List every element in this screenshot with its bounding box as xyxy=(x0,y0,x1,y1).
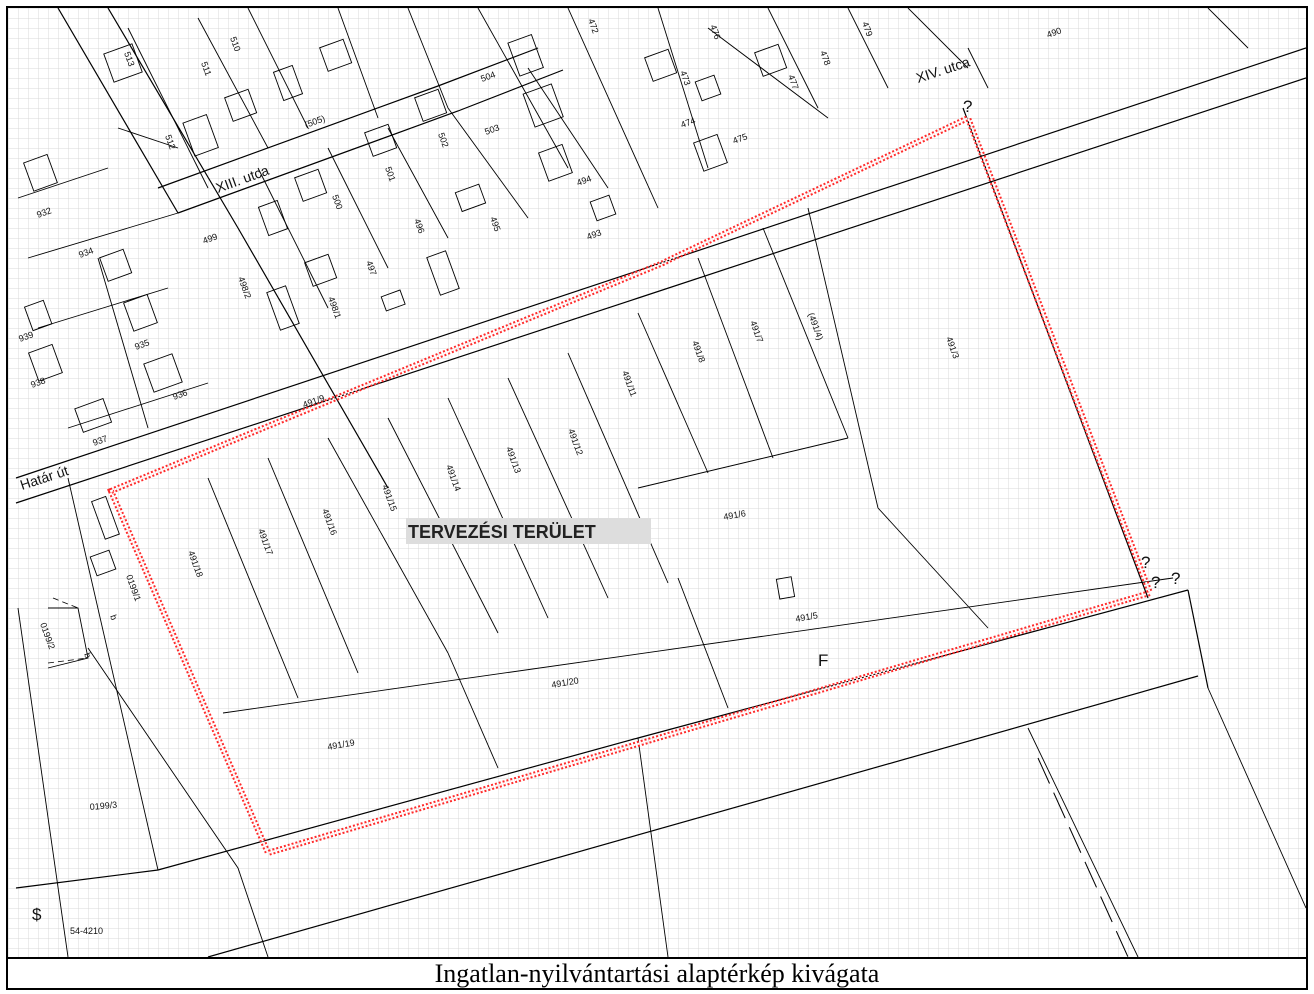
parcel-label: 473 xyxy=(678,69,693,87)
parcel-label: 510 xyxy=(228,35,243,53)
parcel-label: 503 xyxy=(483,122,501,137)
parcel-label: 504 xyxy=(479,69,497,84)
question-marker: ? xyxy=(1171,569,1180,588)
parcel-label: 494 xyxy=(575,173,593,188)
parcel-label: 502 xyxy=(436,131,451,149)
parcel-label: 934 xyxy=(77,245,95,260)
dollar-marker: $ xyxy=(32,905,42,924)
parcel-label: 495 xyxy=(488,215,503,233)
parcel-lines xyxy=(17,8,1306,957)
sheet-number: 54-4210 xyxy=(70,926,103,936)
parcel-label: 497 xyxy=(364,259,379,277)
parcel-label: 476 xyxy=(708,23,723,41)
parcel-label: 938 xyxy=(29,375,47,390)
parcel-label: 491/19 xyxy=(327,737,356,752)
planning-area-label-bg xyxy=(406,518,651,544)
parcel-label: 478 xyxy=(818,49,833,67)
parcel-label: 491/5 xyxy=(795,610,819,624)
parcel-label: 511 xyxy=(199,60,213,77)
map-caption: Ingatlan-nyilvántartási alaptérkép kivág… xyxy=(434,959,880,988)
question-marker: ? xyxy=(963,97,972,116)
parcel-label: 512 xyxy=(163,133,178,151)
parcel-label: 493 xyxy=(585,227,603,242)
parcel-label: 499 xyxy=(201,231,219,246)
parcel-label: b xyxy=(108,613,119,621)
parcel-label: 932 xyxy=(35,205,53,220)
parcel-label: 496 xyxy=(412,217,427,235)
parcel-label: 479 xyxy=(860,20,875,38)
question-marker: ? xyxy=(1151,573,1160,592)
parcel-label: b xyxy=(82,651,93,659)
dashed-parcel xyxy=(47,597,89,664)
parcel-label: 500 xyxy=(330,193,345,211)
question-marker: ? xyxy=(1141,553,1150,572)
parcel-label: 937 xyxy=(91,433,109,448)
parcel-label: 474 xyxy=(679,115,697,130)
parcel-label: 513 xyxy=(122,50,137,68)
map-canvas: TERVEZÉSI TERÜLET Határ út XIII. utca XI… xyxy=(8,8,1306,957)
parcel-label: 491/6 xyxy=(723,508,747,522)
parcel-label: 0199/3 xyxy=(89,800,117,812)
buildings xyxy=(23,34,796,600)
parcel-label: 501 xyxy=(383,165,398,183)
parcel-label: 936 xyxy=(171,387,189,402)
planning-area-boundary-inner xyxy=(109,116,1152,855)
parcel-label: 491/20 xyxy=(551,675,580,690)
parcel-label: 477 xyxy=(786,73,801,91)
parcel-label: 475 xyxy=(731,131,749,146)
coordinate-grid xyxy=(8,8,1306,957)
point-label-f: F xyxy=(818,651,828,670)
map-frame: TERVEZÉSI TERÜLET Határ út XIII. utca XI… xyxy=(6,6,1308,990)
parcel-label: 939 xyxy=(17,329,35,344)
parcel-label: 472 xyxy=(586,17,601,35)
planning-area-label: TERVEZÉSI TERÜLET xyxy=(408,521,596,542)
parcel-label: 490 xyxy=(1045,25,1063,40)
cadastral-map: TERVEZÉSI TERÜLET Határ út XIII. utca XI… xyxy=(8,8,1306,959)
parcel-label: 935 xyxy=(133,337,151,352)
